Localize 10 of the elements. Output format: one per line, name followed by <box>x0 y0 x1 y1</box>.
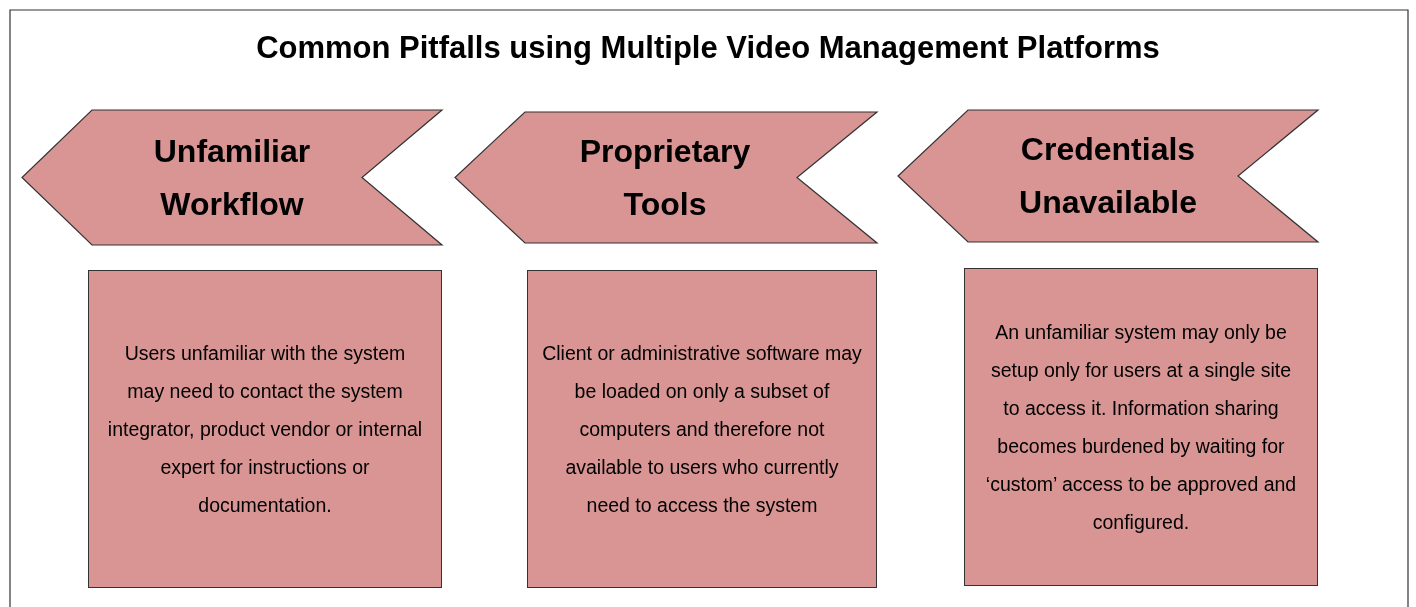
description-box <box>88 270 442 588</box>
description-box <box>527 270 877 588</box>
chevron-heading: Unfamiliar Workflow <box>152 131 312 224</box>
description-box <box>964 268 1318 586</box>
chevron-heading: Proprietary Tools <box>578 131 752 224</box>
description-text: Client or administrative software may be loaded on only a subset of computers and therefore not available to users who currently need to access the system <box>542 341 862 518</box>
diagram-title: Common Pitfalls using Multiple Video Management Platforms <box>255 30 1161 66</box>
description-text: Users unfamiliar with the system may need to contact the system integrator, product vendor or internal expert for instructions or documentation. <box>106 341 424 518</box>
chevron-heading: Credentials Unavailable <box>1018 130 1198 222</box>
description-text: An unfamiliar system may only be setup only for users at a single site to access it. Information sharing becomes burdened by waiting for ‘custom’ access to be approved and configured. <box>984 320 1298 535</box>
